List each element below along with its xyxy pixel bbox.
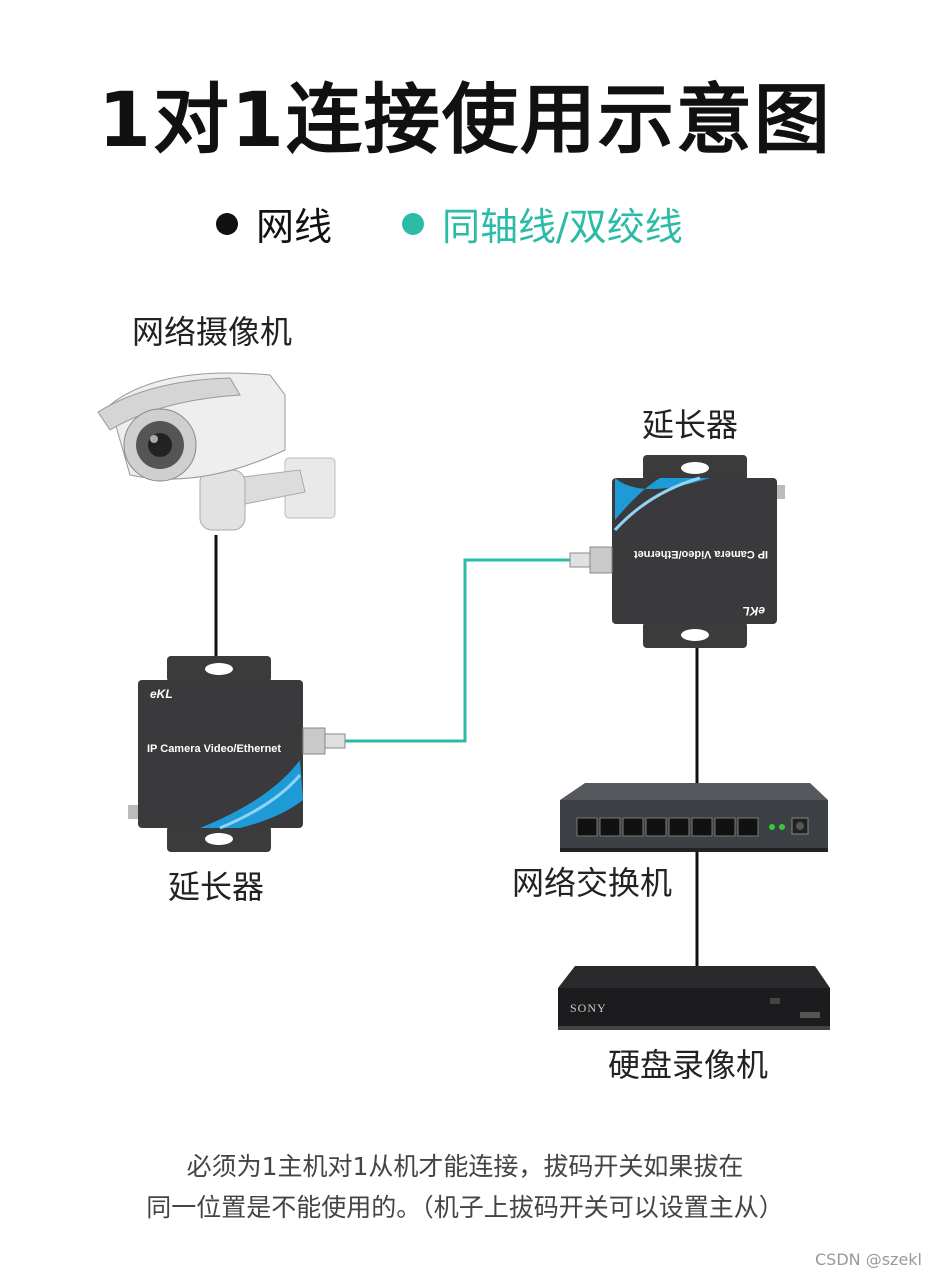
extender-right-brand: eKL	[742, 604, 765, 618]
extender-right-model: IP Camera Video/Ethernet	[634, 548, 768, 560]
label-ip-camera: 网络摄像机	[132, 313, 293, 351]
label-network-switch: 网络交换机	[512, 864, 673, 902]
extender-left-brand: eKL	[150, 687, 173, 701]
cable-coax-link	[345, 558, 590, 743]
label-extender-left: 延长器	[168, 868, 265, 906]
extender-left-device: eKL IP Camera Video/Ethernet	[128, 656, 346, 852]
extender-left-model: IP Camera Video/Ethernet	[147, 743, 281, 755]
legend-label-network: 网线	[256, 205, 333, 249]
legend-network-cable: 网线	[216, 196, 332, 251]
page-title: 1对1连接使用示意图	[98, 75, 832, 164]
label-dvr: 硬盘录像机	[608, 1046, 769, 1084]
legend-coax-cable: 同轴线/双绞线	[402, 196, 683, 251]
network-switch-device	[560, 783, 828, 852]
extender-right-device: IP Camera Video/Ethernet eKL	[569, 455, 785, 648]
credit-watermark: CSDN @szekl	[815, 1250, 922, 1269]
legend-dot-black	[216, 212, 238, 235]
note-line-1: 必须为1主机对1从机才能连接，拔码开关如果拔在	[186, 1152, 744, 1181]
ip-camera-icon	[97, 372, 336, 531]
legend-label-coax: 同轴线/双绞线	[442, 205, 683, 249]
dvr-device: SONY	[558, 966, 830, 1030]
label-extender-right: 延长器	[642, 406, 739, 444]
legend-dot-teal	[402, 212, 424, 235]
dvr-brand: SONY	[570, 1001, 607, 1015]
note-line-2: 同一位置是不能使用的。（机子上拔码开关可以设置主从）	[146, 1193, 784, 1222]
